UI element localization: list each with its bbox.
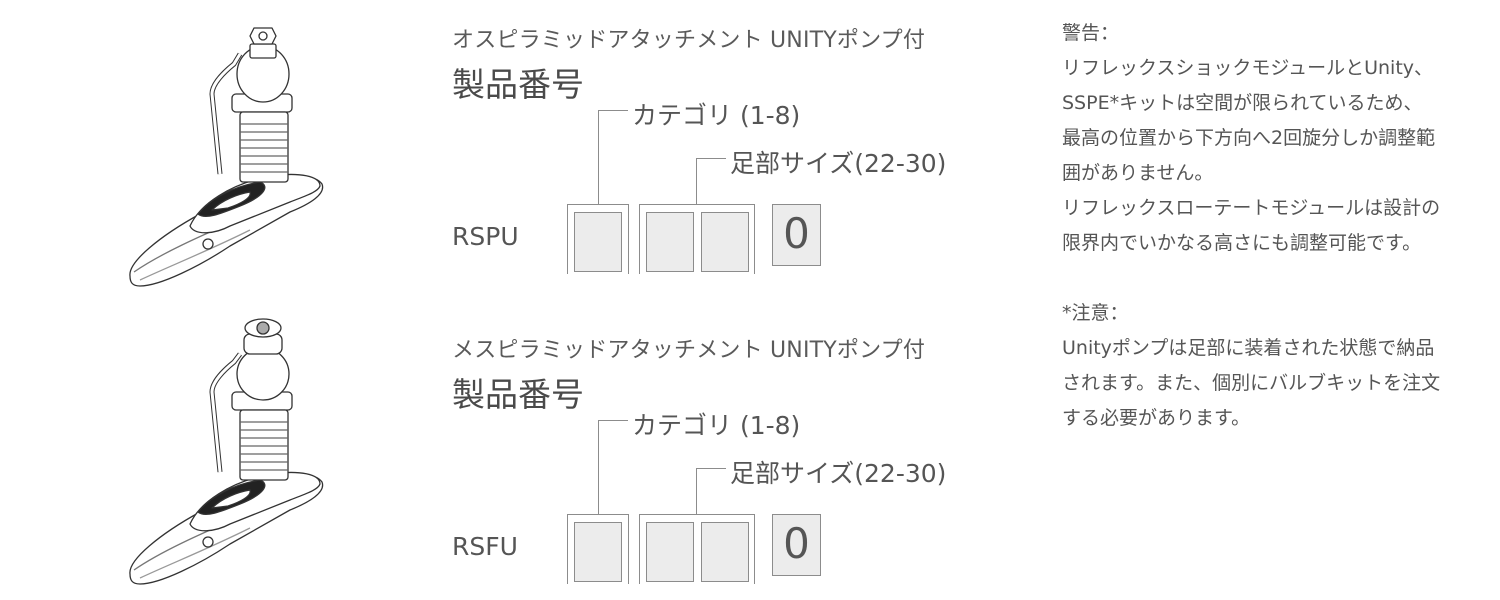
- size-digit-box: [646, 522, 694, 582]
- category-leader-line: [598, 110, 628, 111]
- notes-spacer: [1062, 261, 1472, 296]
- category-leader-line: [598, 420, 628, 421]
- product-1-size-label: 足部サイズ(22-30): [730, 149, 947, 178]
- fixed-suffix-digit: 0: [772, 514, 821, 576]
- category-digit-box: [574, 522, 622, 582]
- warning-line: 限界内でいかなる高さにも調整可能です。: [1062, 232, 1422, 254]
- product-2-category-label: カテゴリ (1-8): [632, 411, 801, 440]
- size-digit-box: [701, 522, 749, 582]
- product-1-code: RSPU: [452, 222, 519, 251]
- size-digit-frame: [639, 514, 755, 584]
- product-1-title: 製品番号: [452, 65, 584, 104]
- size-leader-line: [696, 468, 726, 469]
- note-title: *注意：: [1062, 302, 1129, 324]
- prosthetic-foot-male-illustration: [129, 27, 324, 287]
- size-digit-box: [646, 212, 694, 272]
- category-leader-line: [598, 420, 599, 514]
- product-2-subtitle: メスピラミッドアタッチメント UNITYポンプ付: [452, 338, 926, 363]
- fixed-suffix-digit: 0: [772, 204, 821, 266]
- size-leader-line: [696, 468, 697, 514]
- product-2-code: RSFU: [452, 532, 518, 561]
- warning-title: 警告：: [1062, 22, 1120, 44]
- size-digit-box: [701, 212, 749, 272]
- product-1-category-label: カテゴリ (1-8): [632, 101, 801, 130]
- product-2-title: 製品番号: [452, 375, 584, 414]
- category-leader-line: [598, 110, 599, 204]
- note-line: する必要があります。: [1062, 407, 1251, 429]
- warning-line: リフレックスローテートモジュールは設計の: [1062, 197, 1441, 219]
- size-leader-line: [696, 158, 726, 159]
- warning-line: リフレックスショックモジュールとUnity、: [1062, 57, 1434, 79]
- size-leader-line: [696, 158, 697, 204]
- prosthetic-foot-female-illustration: [129, 318, 324, 585]
- category-digit-box: [574, 212, 622, 272]
- category-digit-frame: [567, 514, 629, 584]
- category-digit-frame: [567, 204, 629, 274]
- warning-line: SSPE*キットは空間が限られているため、: [1062, 92, 1423, 114]
- size-digit-frame: [639, 204, 755, 274]
- notes-panel: 警告： リフレックスショックモジュールとUnity、 SSPE*キットは空間が限…: [1062, 16, 1472, 436]
- product-2-size-label: 足部サイズ(22-30): [730, 459, 947, 488]
- product-1-subtitle: オスピラミッドアタッチメント UNITYポンプ付: [452, 28, 926, 53]
- note-line: されます。また、個別にバルブキットを注文: [1062, 372, 1441, 394]
- warning-line: 最高の位置から下方向へ2回旋分しか調整範: [1062, 127, 1436, 149]
- warning-line: 囲がありません。: [1062, 162, 1214, 184]
- note-line: Unityポンプは足部に装着された状態で納品: [1062, 337, 1435, 359]
